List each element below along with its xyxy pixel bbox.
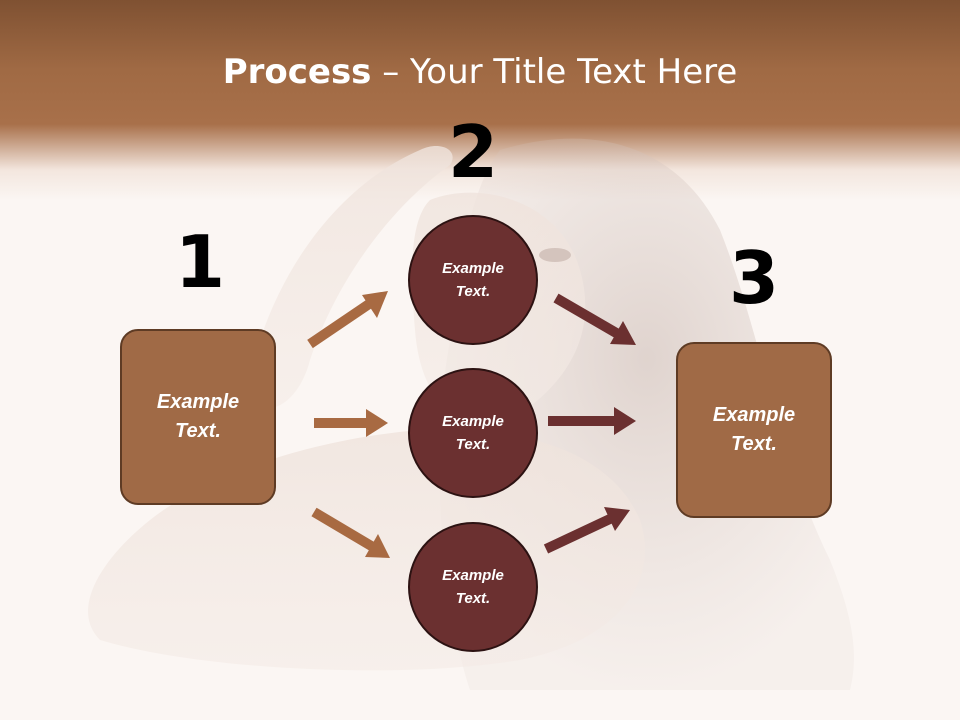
- circle-label: Example Text.: [442, 567, 504, 607]
- header-band: [0, 0, 960, 200]
- slide-title: Process – Your Title Text Here: [0, 52, 960, 92]
- step2-circle-top: Example Text.: [408, 215, 538, 345]
- arrow-top-to-3: [553, 293, 636, 345]
- step3-box: Example Text.: [676, 342, 832, 518]
- step1-label: Example Text.: [156, 391, 240, 442]
- circle-label: Example Text.: [442, 260, 504, 300]
- arrow-middle-to-3: [548, 407, 636, 435]
- step3-label: Example Text.: [712, 404, 796, 455]
- title-rest: – Your Title Text Here: [371, 52, 738, 92]
- arrow-1-to-middle: [314, 409, 388, 437]
- step-number-1: 1: [174, 220, 226, 304]
- circle-label: Example Text.: [442, 413, 504, 453]
- step2-circle-middle: Example Text.: [408, 368, 538, 498]
- arrow-1-to-top: [307, 291, 388, 349]
- step1-box: Example Text.: [120, 329, 276, 505]
- step-number-3: 3: [728, 236, 780, 320]
- step2-circle-bottom: Example Text.: [408, 522, 538, 652]
- step-number-2: 2: [447, 110, 499, 194]
- arrow-bottom-to-3: [543, 507, 630, 554]
- title-bold: Process: [222, 52, 372, 92]
- arrow-1-to-bottom: [311, 507, 390, 558]
